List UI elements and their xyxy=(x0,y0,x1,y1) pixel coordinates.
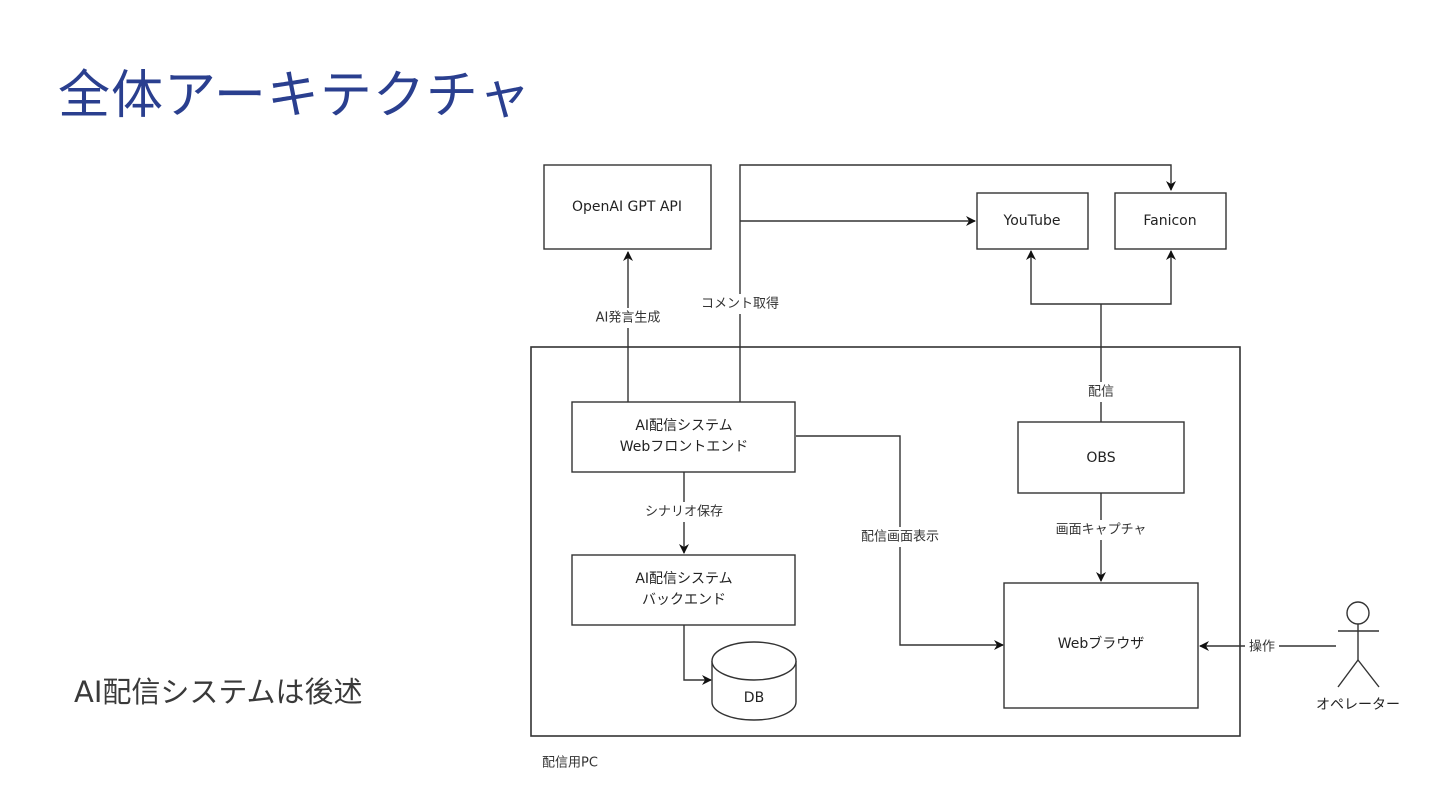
edge-comment-fetch-fanicon xyxy=(739,164,1176,402)
edge-broadcast-youtube xyxy=(1026,250,1101,305)
pc-container-label: 配信用PC xyxy=(542,756,598,771)
side-note: AI配信システムは後述 xyxy=(74,675,363,709)
edge-label-ai-generate: AI発言生成 xyxy=(596,311,661,326)
edge-label-display: 配信画面表示 xyxy=(861,530,939,545)
node-operator-label: オペレーター xyxy=(1316,697,1400,713)
node-backend-label-line1: AI配信システム xyxy=(635,571,732,587)
edge-label-comment-fetch: コメント取得 xyxy=(701,296,779,312)
node-backend[interactable]: AI配信システム バックエンド xyxy=(571,554,796,626)
node-fanicon[interactable]: Fanicon xyxy=(1114,192,1227,250)
node-browser-label: Webブラウザ xyxy=(1058,635,1145,652)
edge-broadcast-fanicon xyxy=(1101,250,1176,305)
node-db-label: DB xyxy=(744,690,764,706)
node-openai-label: OpenAI GPT API xyxy=(572,199,682,215)
edge-label-broadcast: 配信 xyxy=(1088,385,1114,400)
person-icon xyxy=(1337,601,1380,688)
node-backend-label-line2: バックエンド xyxy=(642,592,726,608)
node-frontend-label-line2: Webフロントエンド xyxy=(620,439,749,455)
node-frontend[interactable]: AI配信システム Webフロントエンド xyxy=(571,401,796,473)
edge-label-capture: 画面キャプチャ xyxy=(1056,523,1147,538)
node-browser[interactable]: Webブラウザ xyxy=(1003,582,1199,709)
node-youtube[interactable]: YouTube xyxy=(976,192,1089,250)
node-openai[interactable]: OpenAI GPT API xyxy=(543,164,712,250)
node-frontend-label-line1: AI配信システム xyxy=(635,418,732,434)
edge-db-write xyxy=(683,625,712,685)
pc-container xyxy=(530,346,1241,737)
node-fanicon-label: Fanicon xyxy=(1143,213,1196,229)
edge-label-scenario-save: シナリオ保存 xyxy=(645,505,723,520)
edge-label-operate: 操作 xyxy=(1249,639,1275,655)
node-youtube-label: YouTube xyxy=(1003,213,1061,229)
node-db[interactable]: DB xyxy=(711,641,797,721)
node-obs[interactable]: OBS xyxy=(1017,421,1185,494)
node-operator[interactable]: オペレーター xyxy=(1316,601,1400,713)
slide-title: 全体アーキテクチャ xyxy=(58,66,532,126)
node-obs-label: OBS xyxy=(1086,450,1115,466)
